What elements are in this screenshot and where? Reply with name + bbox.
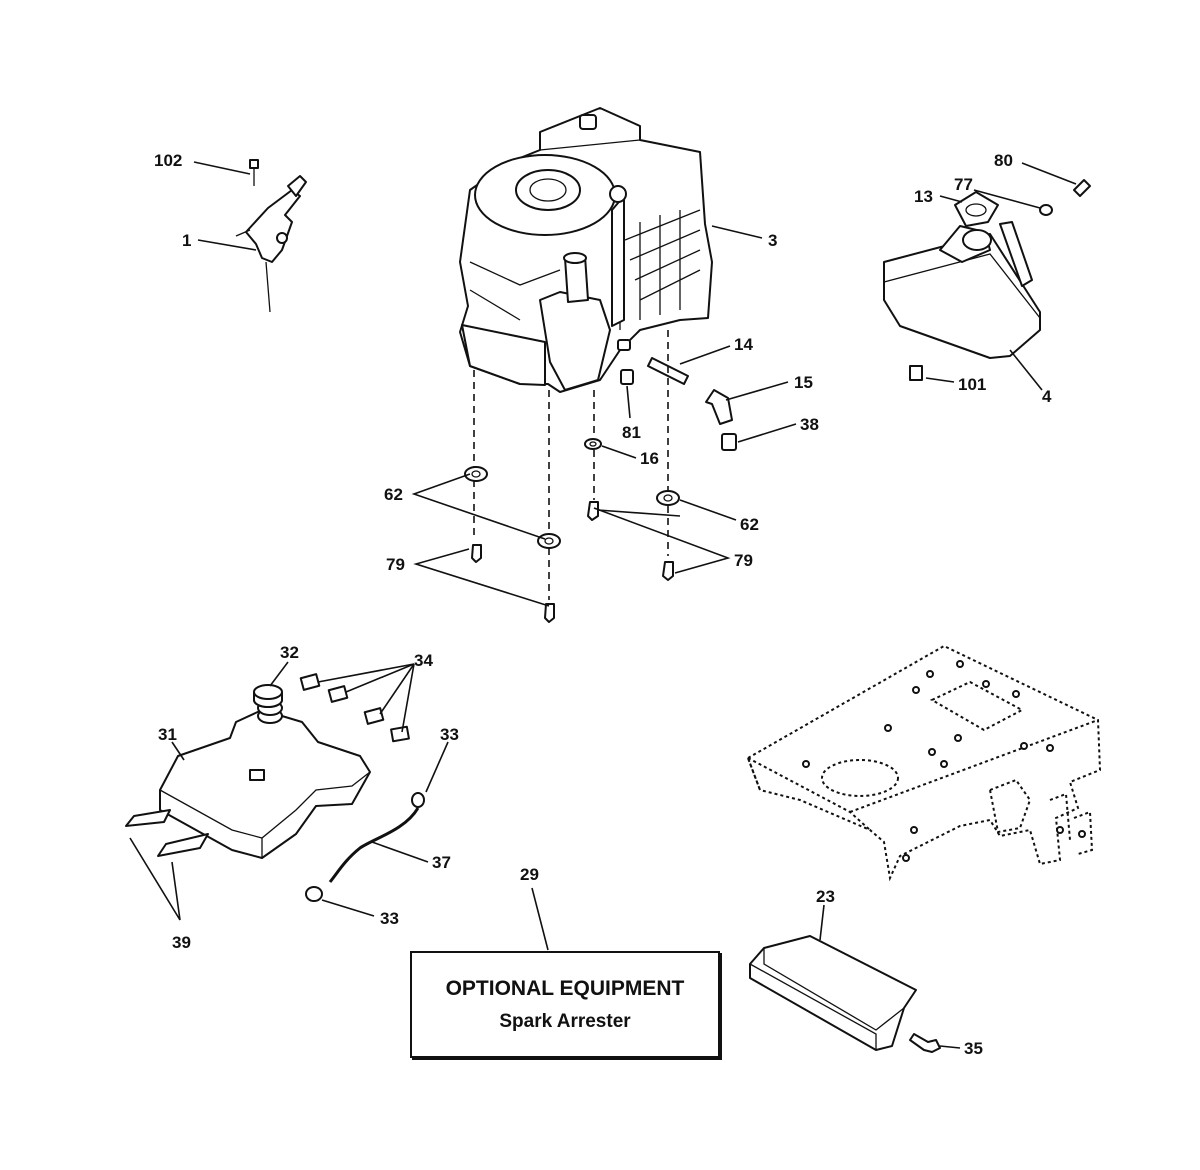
screw-102-part <box>249 159 259 186</box>
optional-equipment-title: OPTIONAL EQUIPMENT <box>445 976 685 1000</box>
fitting-81-part <box>620 369 634 385</box>
callout-35: 35 <box>964 1039 983 1058</box>
frame-holes <box>802 660 1086 862</box>
frame-part <box>746 644 1102 882</box>
spark-arrester-label: Spark Arrester <box>499 1010 631 1032</box>
callout-79-right: 79 <box>734 551 753 570</box>
callout-77: 77 <box>954 175 973 194</box>
engine-mount-hardware <box>464 330 680 623</box>
deflector-23-part <box>749 935 917 1051</box>
callouts: 102 1 3 13 77 80 101 4 14 15 38 81 16 62… <box>154 151 1052 1058</box>
hose-37-part <box>328 807 420 883</box>
optional-equipment-box: OPTIONAL EQUIPMENT Spark Arrester <box>410 951 720 1058</box>
callout-38: 38 <box>800 415 819 434</box>
callout-62-right: 62 <box>740 515 759 534</box>
callout-33-lower: 33 <box>380 909 399 928</box>
clips-34-part <box>299 673 410 743</box>
nut-101-part <box>909 365 923 381</box>
callout-37: 37 <box>432 853 451 872</box>
washer-16-part <box>584 438 602 450</box>
screw-35-part <box>909 1033 941 1053</box>
callout-32: 32 <box>280 643 299 662</box>
pads-39-part <box>125 809 209 857</box>
leader-lines <box>129 161 1077 1049</box>
callout-4: 4 <box>1042 387 1052 406</box>
callout-14: 14 <box>734 335 753 354</box>
callout-34: 34 <box>414 651 433 670</box>
fitting-38-part <box>721 433 737 451</box>
screw-80-part <box>1073 179 1091 197</box>
elbow-15-part <box>705 389 733 425</box>
clip-33-upper-part <box>411 792 425 808</box>
callout-31: 31 <box>158 725 177 744</box>
callout-39: 39 <box>172 933 191 952</box>
callout-80: 80 <box>994 151 1013 170</box>
heat-shield-31-part <box>159 700 371 859</box>
callout-81: 81 <box>622 423 641 442</box>
callout-101: 101 <box>958 375 986 394</box>
cap-32-part <box>253 684 283 708</box>
callout-16: 16 <box>640 449 659 468</box>
callout-102: 102 <box>154 151 182 170</box>
callout-23: 23 <box>816 887 835 906</box>
callout-79-left: 79 <box>386 555 405 574</box>
callout-33-upper: 33 <box>440 725 459 744</box>
gasket-13-part <box>954 191 999 227</box>
washer-77-part <box>1039 204 1053 216</box>
fitting-upper-part <box>617 339 631 351</box>
callout-1: 1 <box>182 231 191 250</box>
throttle-control-part <box>235 175 307 313</box>
callout-3: 3 <box>768 231 777 250</box>
callout-62-left: 62 <box>384 485 403 504</box>
callout-29: 29 <box>520 865 539 884</box>
callout-15: 15 <box>794 373 813 392</box>
clip-33-lower-part <box>305 886 323 902</box>
engine-part <box>459 107 713 393</box>
callout-13: 13 <box>914 187 933 206</box>
muffler-part <box>883 221 1041 359</box>
